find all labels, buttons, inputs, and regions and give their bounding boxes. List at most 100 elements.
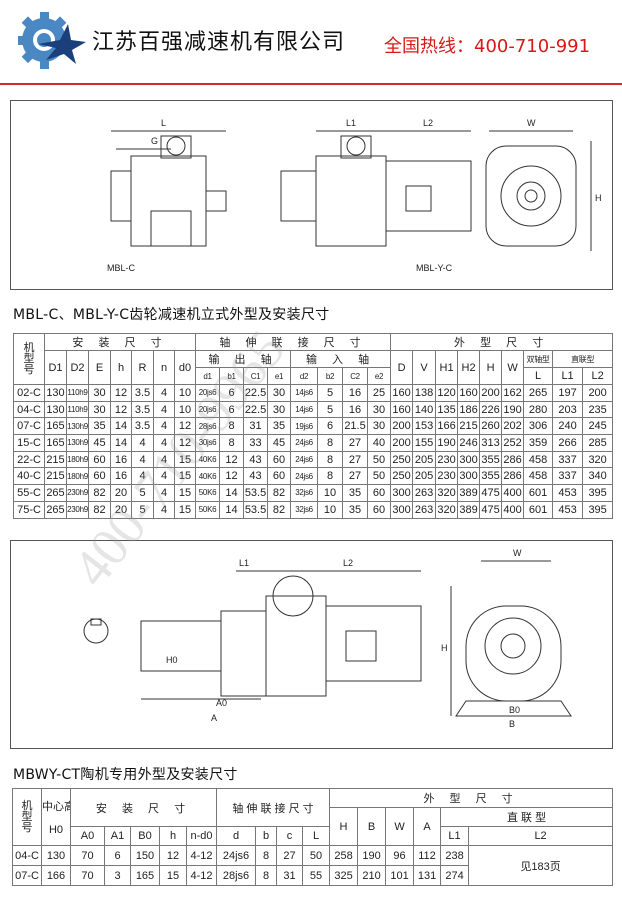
table-cell: 4 — [131, 450, 154, 469]
drawing-label-mbl-y-c: MBL-Y-C — [416, 263, 453, 273]
table-cell: 27 — [342, 467, 369, 486]
table-cell: 230 — [435, 467, 459, 486]
table-cell: 60 — [367, 484, 392, 502]
table-cell: 04-C — [13, 400, 45, 419]
col-H2: H2 — [457, 350, 481, 385]
table-cell: 230h9 — [66, 484, 89, 502]
table-cell: 60 — [88, 467, 111, 486]
table-cell: 8 — [255, 845, 277, 866]
table-cell: 250 — [390, 450, 414, 469]
svg-text:W: W — [513, 548, 522, 558]
table-cell: 15 — [173, 467, 197, 486]
table-cell: 150 — [130, 845, 160, 866]
table-cell: 180h9 — [66, 450, 89, 469]
table-cell: 4 — [153, 467, 175, 486]
table-cell: 35 — [342, 500, 369, 519]
svg-text:H: H — [441, 643, 448, 653]
table-cell: 14 — [110, 434, 132, 452]
table-cell: 389 — [457, 484, 481, 502]
table-cell: 4 — [153, 400, 175, 419]
table-cell: 190 — [435, 434, 459, 452]
table-cell: 07-C — [12, 865, 42, 886]
table-cell: 4 — [153, 484, 175, 502]
table-cell: 190 — [501, 400, 525, 419]
table-cell: 55 — [301, 865, 331, 886]
table-cell: 15 — [173, 484, 197, 502]
table-cell: 16 — [342, 384, 369, 402]
center-height-label: 中心高 — [42, 801, 70, 813]
table-cell: 20js6 — [195, 384, 221, 402]
col-c: c — [276, 826, 303, 846]
table-cell: 4 — [153, 450, 175, 469]
table-cell: 265 — [44, 500, 67, 519]
col-L1: L1 — [552, 367, 584, 385]
col-L1: L1 — [440, 826, 470, 846]
table-cell: 8 — [317, 450, 344, 469]
table-cell: 32js6 — [290, 500, 319, 519]
table-cell: 40 — [367, 434, 392, 452]
table-cell: 246 — [457, 434, 481, 452]
table-cell: 14js6 — [290, 384, 319, 402]
table-cell: 320 — [435, 500, 459, 519]
table-cell: 20js6 — [195, 400, 221, 419]
col-H1: H1 — [435, 350, 459, 385]
table-cell: 153 — [412, 417, 437, 436]
table-cell: 24js6 — [216, 845, 256, 866]
table-cell: 50 — [367, 450, 392, 469]
table-cell: 337 — [552, 467, 584, 486]
table-cell: 3 — [104, 865, 131, 886]
table-cell: 306 — [523, 417, 554, 436]
group-install: 安 装 尺 寸 — [70, 788, 217, 827]
col-n: n — [153, 350, 175, 385]
table-cell: 160 — [457, 384, 481, 402]
table-cell: 165 — [44, 434, 67, 452]
table-cell: 395 — [582, 484, 614, 502]
table-cell: 24js6 — [290, 467, 319, 486]
table-cell: 40K6 — [195, 467, 221, 486]
table-cell: 258 — [329, 845, 359, 866]
table-cell: 4 — [153, 417, 175, 436]
table-cell: 04-C — [12, 845, 42, 866]
table-cell: 30js6 — [195, 434, 221, 452]
table-cell: 240 — [552, 417, 584, 436]
col-center-height: 中心高H0 — [41, 788, 71, 846]
table-cell: 263 — [412, 484, 437, 502]
table-cell: 22-C — [13, 450, 45, 469]
table-cell: 82 — [88, 500, 111, 519]
table-cell: 252 — [501, 434, 525, 452]
table-cell: 30 — [88, 384, 111, 402]
table-cell: 53.5 — [243, 484, 269, 502]
table-cell: 265 — [44, 484, 67, 502]
table-cell: 215 — [44, 467, 67, 486]
table-cell: 27 — [276, 845, 303, 866]
table-cell: 200 — [582, 384, 614, 402]
table-cell: 30 — [367, 417, 392, 436]
table-cell: 45 — [267, 434, 292, 452]
page-header: 江苏百强减速机有限公司 全国热线：400-710-991 — [0, 0, 622, 86]
table-cell: 35 — [267, 417, 292, 436]
table-cell: 60 — [367, 500, 392, 519]
svg-text:W: W — [527, 118, 536, 128]
table-cell: 50K6 — [195, 500, 221, 519]
col-d0: d0 — [173, 350, 197, 385]
table-cell: 22.5 — [243, 384, 269, 402]
table-cell: 205 — [412, 467, 437, 486]
table-cell: 4-12 — [186, 845, 217, 866]
table-cell: 27 — [342, 434, 369, 452]
table-cell: 355 — [479, 450, 503, 469]
table-cell: 3.5 — [131, 384, 154, 402]
table-cell: 285 — [582, 434, 614, 452]
table-cell: 131 — [413, 865, 442, 886]
table-cell: 280 — [523, 400, 554, 419]
col-b2: b2 — [317, 367, 344, 385]
table-cell: 190 — [357, 845, 387, 866]
col-D1: D1 — [44, 350, 67, 385]
table-cell: 320 — [435, 484, 459, 502]
table-cell: 82 — [267, 500, 292, 519]
